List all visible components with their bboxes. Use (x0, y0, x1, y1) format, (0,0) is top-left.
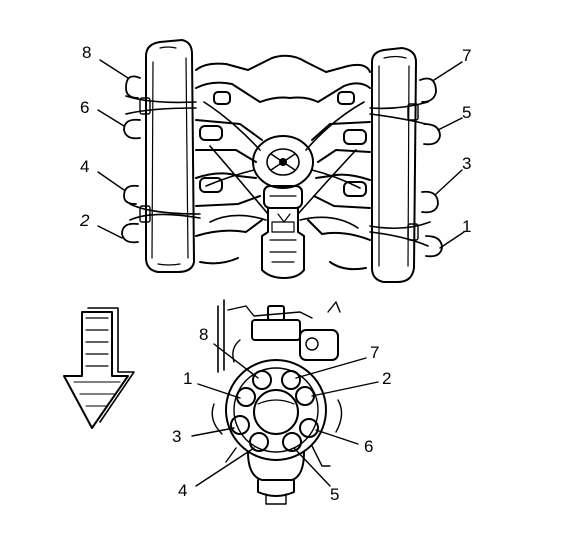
right-valve-cover (371, 47, 417, 283)
engine-top-view-icon (97, 39, 465, 283)
left-valve-cover (145, 39, 195, 273)
distributor-cap-icon (191, 299, 379, 505)
label-cyl-2: 2 (80, 211, 90, 230)
top-view-spark-plug-wires (125, 95, 431, 247)
label-terminal-1: 1 (183, 369, 193, 388)
label-terminal-4: 4 (178, 481, 188, 500)
label-cyl-5: 5 (462, 103, 472, 122)
distributor-top (261, 207, 305, 279)
intake-manifold (195, 54, 371, 271)
label-cyl-1: 1 (462, 217, 472, 236)
label-cyl-8: 8 (82, 43, 92, 62)
label-terminal-3: 3 (172, 427, 182, 446)
label-cyl-7: 7 (462, 46, 472, 65)
label-terminal-2: 2 (382, 369, 392, 388)
label-cyl-6: 6 (80, 98, 90, 117)
top-view-leader-lines (97, 59, 465, 249)
label-terminal-6: 6 (364, 437, 374, 456)
right-bank-plug-boots (419, 77, 443, 258)
label-cyl-4: 4 (80, 157, 90, 176)
label-terminal-7: 7 (370, 343, 380, 362)
throttle-body (252, 135, 314, 209)
label-cyl-3: 3 (462, 154, 472, 173)
front-direction-arrow-icon (63, 307, 135, 429)
label-terminal-8: 8 (199, 325, 209, 344)
left-bank-plug-boots (121, 75, 141, 244)
label-terminal-5: 5 (330, 485, 340, 504)
